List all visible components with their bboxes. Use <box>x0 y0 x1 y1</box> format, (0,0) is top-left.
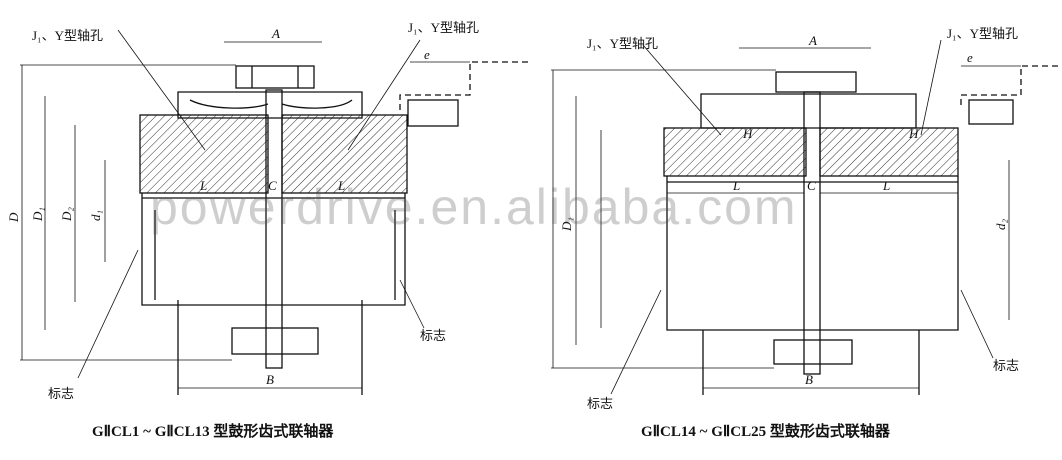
dim-L-left: L <box>199 178 207 193</box>
caption-left: GⅡCL1 ~ GⅡCL13 型鼓形齿式联轴器 <box>92 424 334 440</box>
dim-D1: D₁ <box>559 217 574 232</box>
coupling-drawing-large: J₁、Y型轴孔 J₁、Y型轴孔 A e D₁ d₂ H H L C L B 标志… <box>531 0 1062 460</box>
dim-D2: D₂ <box>59 207 74 222</box>
dim-D: D <box>6 212 21 223</box>
mark-label-right: 标志 <box>420 328 446 343</box>
sleeve-top <box>177 91 363 119</box>
coupling-drawing-right-svg: J₁、Y型轴孔 J₁、Y型轴孔 A e D₁ d₂ H H L C L B 标志… <box>551 26 1059 411</box>
dim-L-right: L <box>882 178 890 193</box>
hole-label-left: J₁、Y型轴孔 <box>32 28 103 43</box>
dim-D1: D₁ <box>30 207 45 222</box>
top-bolt-nut <box>775 71 857 93</box>
hole-label-right: J₁、Y型轴孔 <box>408 20 479 35</box>
dim-C: C <box>268 178 277 193</box>
dim-A: A <box>271 26 280 41</box>
left-hub-section <box>139 114 269 194</box>
dim-d1: d₁ <box>88 210 103 221</box>
dim-H-left: H <box>742 126 753 141</box>
dim-e: e <box>967 50 973 65</box>
top-bolt-nut <box>235 65 315 89</box>
bottom-bolt-nut <box>773 339 853 365</box>
center-plate <box>803 91 821 375</box>
dim-C: C <box>807 178 816 193</box>
right-hub-section <box>281 114 408 194</box>
mark-label-left: 标志 <box>48 386 74 401</box>
center-plate <box>265 89 283 369</box>
coupling-drawing-left-svg: J₁、Y型轴孔 J₁、Y型轴孔 A e D D₁ D₂ d₁ L C L B 标… <box>6 20 528 401</box>
dim-B: B <box>805 372 813 387</box>
dim-d2: d₂ <box>993 219 1008 231</box>
mark-label-left: 标志 <box>587 396 613 411</box>
hole-label-right: J₁、Y型轴孔 <box>947 26 1018 41</box>
bottom-bolt-nut <box>231 327 319 355</box>
sleeve-top <box>700 93 917 129</box>
coupling-drawing-small: J₁、Y型轴孔 J₁、Y型轴孔 A e D D₁ D₂ d₁ L C L B 标… <box>6 20 528 440</box>
mark-label-right: 标志 <box>993 358 1019 373</box>
left-hub-section <box>663 127 807 177</box>
dim-B: B <box>266 372 274 387</box>
dim-L-left: L <box>732 178 740 193</box>
watermark: powerdrive.en.alibaba.com <box>150 179 798 235</box>
caption-right: GⅡCL14 ~ GⅡCL25 型鼓形齿式联轴器 <box>641 424 890 440</box>
dim-L-right: L <box>337 178 345 193</box>
hole-label-left: J₁、Y型轴孔 <box>587 36 658 51</box>
dim-H-right: H <box>908 126 919 141</box>
dim-e: e <box>424 47 430 62</box>
dim-A: A <box>808 33 817 48</box>
right-hub-section <box>819 127 959 177</box>
